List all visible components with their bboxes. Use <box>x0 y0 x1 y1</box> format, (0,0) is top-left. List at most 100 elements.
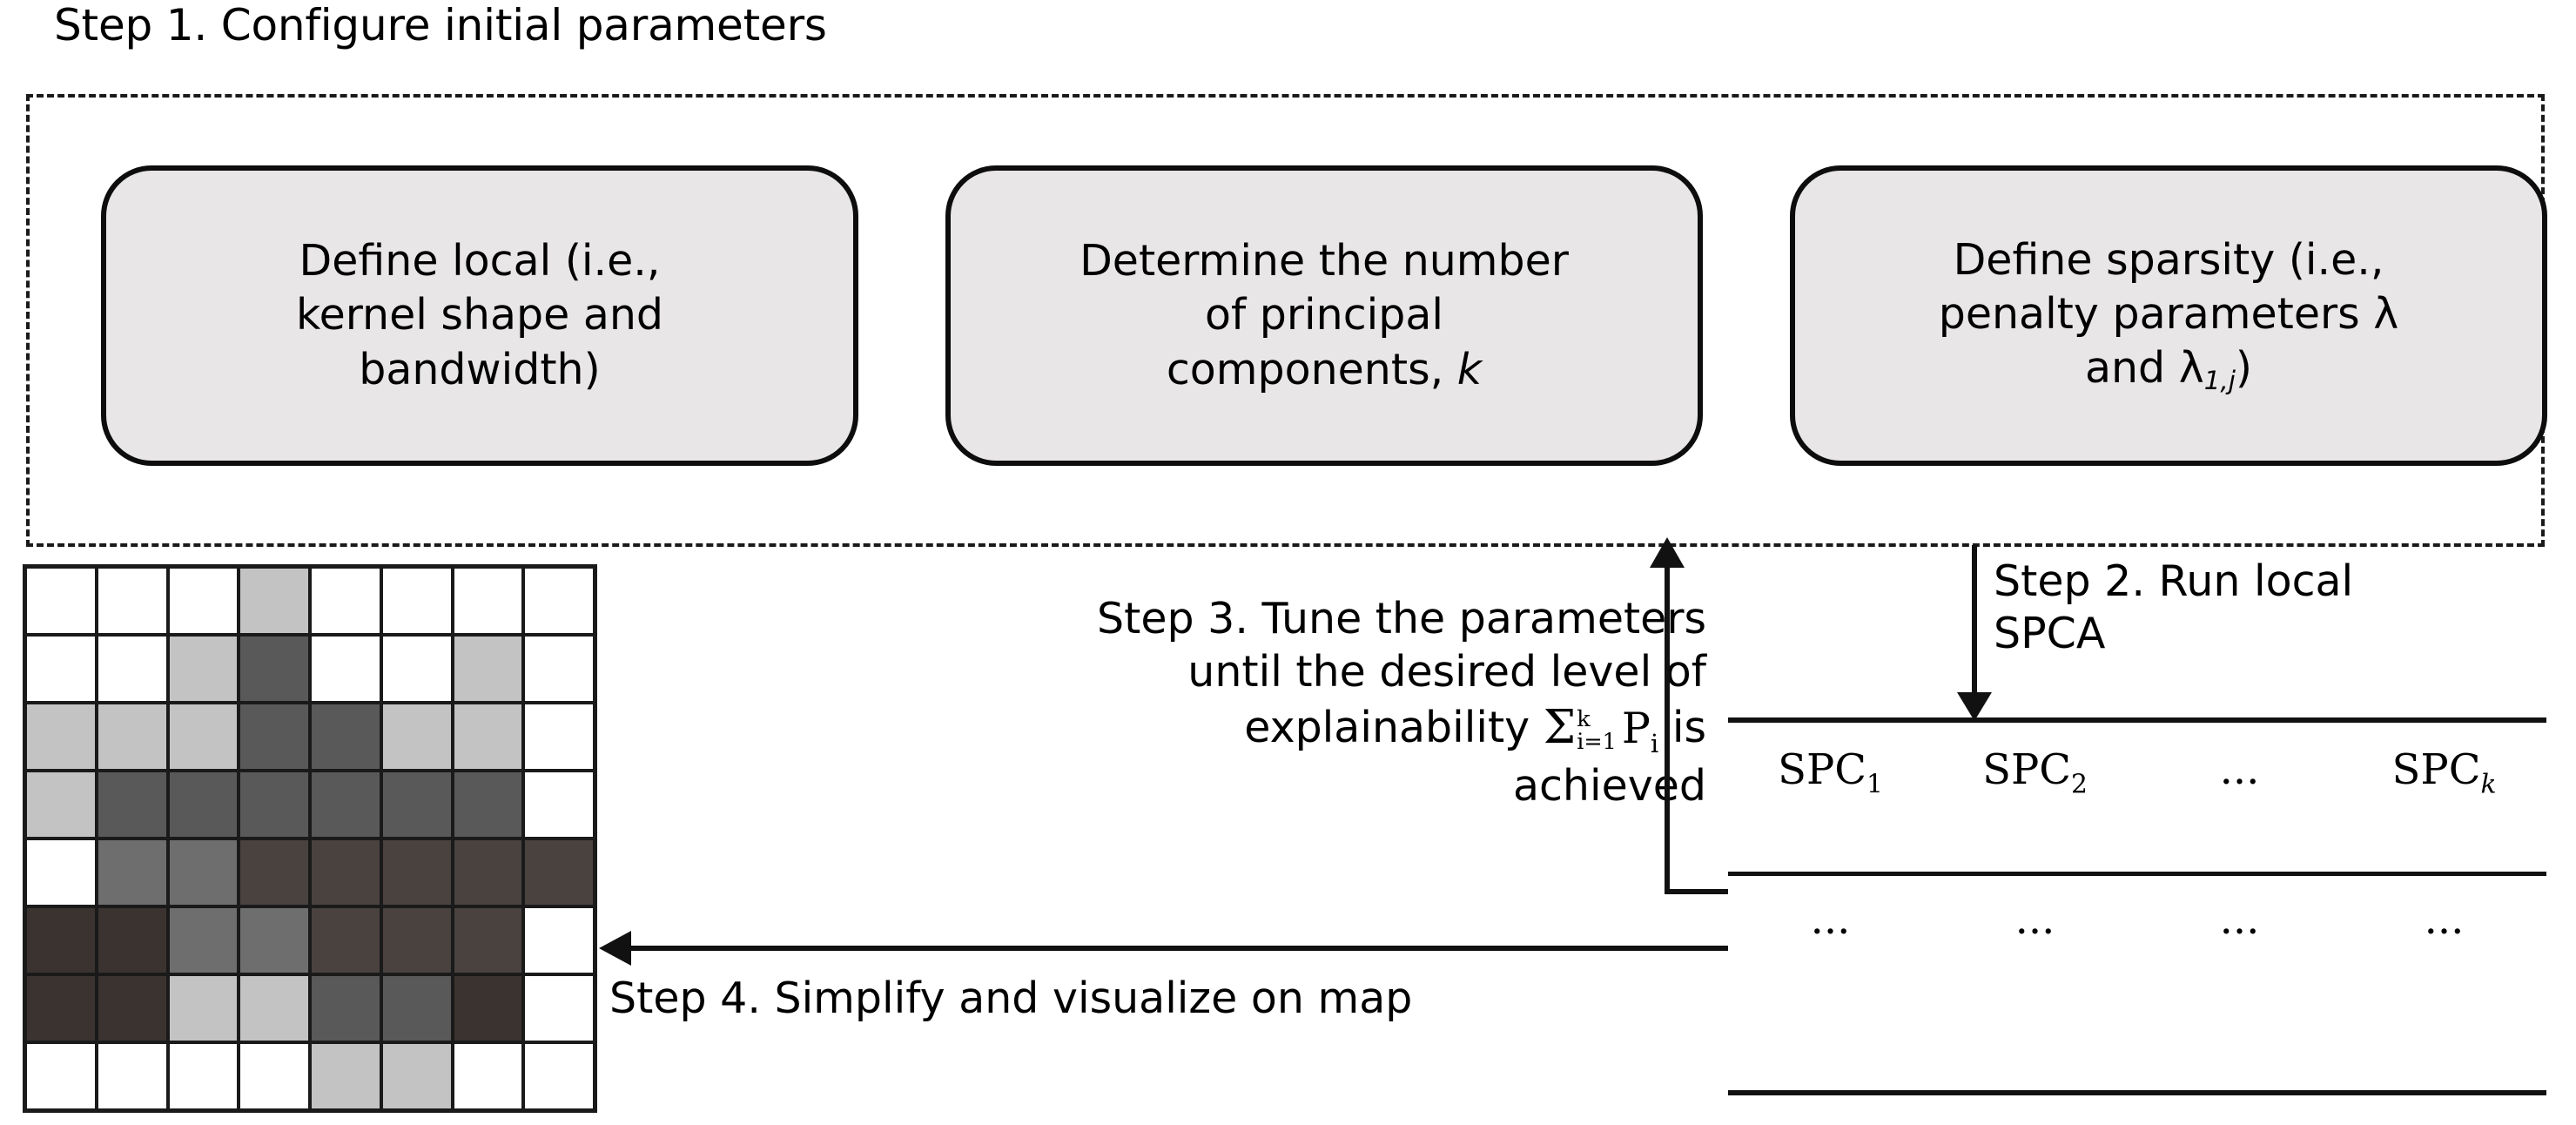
determine-k-line-1: Determine the number <box>1079 236 1569 286</box>
param-box-determine-components: Determine the number of principal compon… <box>945 165 1703 466</box>
map-cell-r5-c7 <box>454 840 522 905</box>
map-cell-r6-c2 <box>98 908 166 973</box>
map-cell-r4-c6 <box>382 772 451 837</box>
step2-label: Step 2. Run local SPCA <box>1994 556 2533 660</box>
step2-line-1: Step 2. Run local <box>1994 556 2354 606</box>
step4-label: Step 4. Simplify and visualize on map <box>609 973 1413 1023</box>
step3-line-1: Step 3. Tune the parameters <box>1097 594 1706 643</box>
map-cell-r7-c8 <box>525 976 593 1041</box>
map-cell-r4-c7 <box>454 772 522 837</box>
map-cell-r8-c3 <box>169 1044 238 1108</box>
spc-header-cell-2-subscript: 2 <box>2070 769 2088 800</box>
map-cell-r6-c8 <box>525 908 593 973</box>
spc-data-cell-1: ... <box>1810 895 1851 944</box>
step4-left-arrow <box>599 931 1728 966</box>
spc-header-cell-1-subscript: 1 <box>1866 769 1883 800</box>
step3-label: Step 3. Tune the parameters until the de… <box>836 592 1706 812</box>
map-cell-r7-c3 <box>169 976 238 1041</box>
map-cell-r7-c7 <box>454 976 522 1041</box>
map-cell-r8-c8 <box>525 1044 593 1108</box>
spc-table-top-rule <box>1728 717 2546 723</box>
map-cell-r2-c8 <box>525 637 593 701</box>
map-cell-r4-c4 <box>240 772 308 837</box>
map-cell-r1-c1 <box>27 569 95 633</box>
map-cell-r4-c3 <box>169 772 238 837</box>
map-cell-r1-c8 <box>525 569 593 633</box>
determine-k-symbol: k <box>1456 344 1483 394</box>
define-sparsity-line-2-prefix: penalty parameters <box>1938 289 2374 340</box>
map-cell-r4-c2 <box>98 772 166 837</box>
map-cell-r1-c4 <box>240 569 308 633</box>
map-cell-r6-c4 <box>240 908 308 973</box>
map-cell-r7-c6 <box>382 976 451 1041</box>
map-cell-r2-c1 <box>27 637 95 701</box>
map-cell-r3-c1 <box>27 704 95 769</box>
define-local-line-1: Define local (i.e., <box>299 236 661 286</box>
lambda-1j-symbol: λ <box>2178 343 2204 394</box>
map-cell-r3-c4 <box>240 704 308 769</box>
map-cell-r2-c6 <box>382 637 451 701</box>
map-cell-r8-c1 <box>27 1044 95 1108</box>
step3-line-3-prefix: explainability <box>1244 702 1544 752</box>
map-cell-r8-c6 <box>382 1044 451 1108</box>
lambda-symbol: λ <box>2373 289 2399 340</box>
map-cell-r1-c2 <box>98 569 166 633</box>
p-term-base: P <box>1621 703 1651 753</box>
map-cell-r5-c6 <box>382 840 451 905</box>
map-cell-r1-c6 <box>382 569 451 633</box>
sigma-lower-limit: i=1 <box>1577 729 1617 755</box>
spc-header-cell-4: SPCk <box>2342 745 2546 800</box>
p-term-subscript: i <box>1650 728 1659 758</box>
map-cell-r6-c7 <box>454 908 522 973</box>
define-sparsity-line-2: penalty parameters λ <box>1939 287 2399 341</box>
map-cell-r2-c7 <box>454 637 522 701</box>
map-cell-r4-c1 <box>27 772 95 837</box>
step3-line-3-suffix: is <box>1658 702 1706 752</box>
map-cell-r1-c3 <box>169 569 238 633</box>
spc-data-cell-2: ... <box>2014 895 2055 944</box>
map-cell-r7-c5 <box>312 976 380 1041</box>
param-box-define-sparsity: Define sparsity (i.e., penalty parameter… <box>1790 165 2547 466</box>
define-sparsity-line-3-prefix: and <box>2084 343 2179 394</box>
map-cell-r7-c4 <box>240 976 308 1041</box>
map-cell-r3-c5 <box>312 704 380 769</box>
determine-k-line-2: of principal <box>1204 290 1444 340</box>
map-cell-r5-c5 <box>312 840 380 905</box>
spc-header-cell-2: SPC2 <box>1933 745 2137 800</box>
spc-header-cell-4-subscript: k <box>2480 769 2497 800</box>
map-cell-r3-c8 <box>525 704 593 769</box>
map-cell-r6-c3 <box>169 908 238 973</box>
map-cell-r8-c7 <box>454 1044 522 1108</box>
sigma-icon: Σ <box>1543 700 1577 754</box>
map-cell-r5-c4 <box>240 840 308 905</box>
define-sparsity-line-3-suffix: ) <box>2235 343 2253 394</box>
define-local-line-3: bandwidth) <box>359 344 601 394</box>
map-cell-r3-c3 <box>169 704 238 769</box>
sigma-upper-limit: k <box>1577 706 1591 733</box>
map-cell-r3-c6 <box>382 704 451 769</box>
map-grid <box>23 564 597 1113</box>
map-cell-r6-c5 <box>312 908 380 973</box>
map-cell-r2-c2 <box>98 637 166 701</box>
map-cell-r2-c3 <box>169 637 238 701</box>
map-cell-r7-c2 <box>98 976 166 1041</box>
spc-data-cell-4: ... <box>2424 895 2465 944</box>
spc-header-cell-2-label: SPC <box>1982 745 2071 794</box>
map-cell-r2-c5 <box>312 637 380 701</box>
step3-line-4: achieved <box>1512 761 1706 812</box>
map-cell-r8-c5 <box>312 1044 380 1108</box>
p-term: Pi <box>1621 703 1658 758</box>
map-cell-r7-c1 <box>27 976 95 1041</box>
spc-header-cell-3: ... <box>2137 745 2342 800</box>
spc-table-bottom-rule <box>1728 1090 2546 1095</box>
spc-data-cell-3: ... <box>2219 895 2260 944</box>
step2-down-arrow <box>1957 545 1992 721</box>
map-cell-r5-c1 <box>27 840 95 905</box>
map-cell-r3-c7 <box>454 704 522 769</box>
map-cell-r4-c5 <box>312 772 380 837</box>
spc-table-header-rule <box>1728 872 2546 876</box>
spc-header-cell-4-label: SPC <box>2391 745 2481 794</box>
map-cell-r4-c8 <box>525 772 593 837</box>
determine-k-line-3-prefix: components, <box>1166 344 1457 394</box>
